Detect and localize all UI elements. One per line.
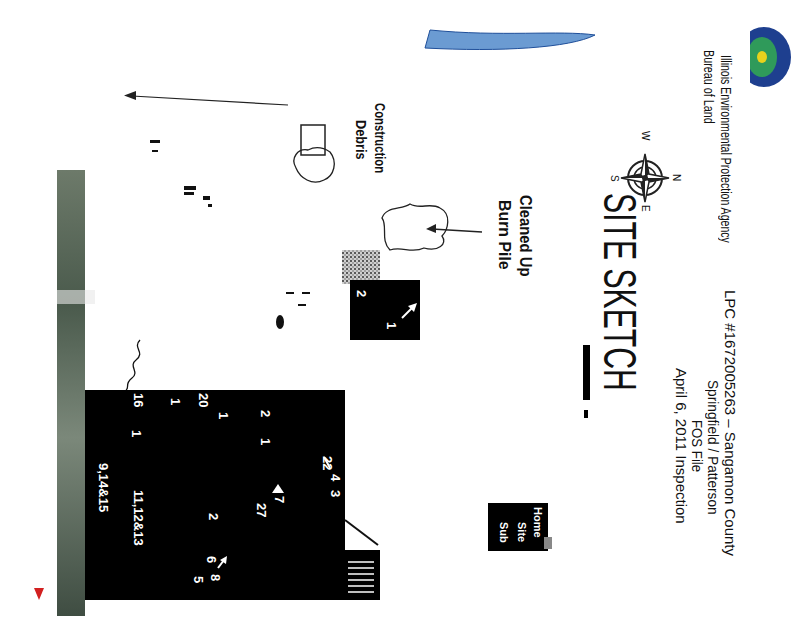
title-rule [583,345,590,400]
callout-number: 7 [272,496,286,503]
map-mark [276,315,284,329]
callout-arrow [272,484,284,493]
leader-line [345,520,378,545]
callout-number: 22 [320,456,334,470]
site-id: LPC #1672005263 – Sangamon County [722,290,739,556]
callout-number: 2 [258,410,272,417]
compass-letter: W [640,131,651,140]
callout-number: 16 [131,393,145,407]
file-name: FOS File [689,420,706,472]
site-name: Springfield / Patterson [705,380,722,515]
callout-number: 8 [208,574,222,581]
direction-arrow [132,96,288,105]
arrow-head [426,224,436,233]
building-footprint [350,280,420,340]
bureau-name: Bureau of Land [701,50,718,124]
compass-letter: N [671,174,682,181]
map-mark [208,204,212,207]
callout-number: 5 [191,576,205,583]
map-mark [298,304,306,306]
map-mark [286,292,294,294]
map-mark [302,292,310,294]
leader-line [432,229,482,232]
callout-number: 4 [328,474,342,481]
arrow-head [220,556,227,564]
callout-number: 11,12&13 [131,490,145,546]
compass-letter: S [609,175,620,182]
boundary-line [126,340,140,390]
compass-letter: E [640,205,651,212]
debris-outline [294,148,334,182]
area-label: Burn Pile [494,200,513,270]
arrow-head [408,303,417,312]
callout-number: 27 [254,503,268,517]
inspection-date: April 6, 2011 Inspection [673,368,690,524]
callout-number: 20 [196,393,210,407]
agency-logo [735,25,791,89]
callout-number: 1 [216,412,230,419]
agency-name: Illinois Environmental Protection Agency [718,55,735,243]
aerial-photo [85,390,380,600]
area-label: Debris [353,120,368,160]
arrow-head [124,91,136,100]
callout-number: 9,14&15 [96,463,110,512]
callout-number: 1 [384,322,398,329]
aerial-photo [57,290,95,304]
map-mark [152,150,158,152]
map-mark [150,140,160,143]
callout-number: 1 [258,438,272,445]
callout-number: 2 [206,513,220,520]
title-rule [584,410,588,418]
map-mark [203,196,210,200]
aerial-photo [57,170,85,616]
area-label: Cleaned Up [515,195,534,277]
callout-number: 6 [204,556,218,563]
legend-inset [544,537,552,549]
debris-box [301,125,325,155]
map-mark [184,186,196,190]
burn-pile-outline [382,204,448,250]
page-arrow [34,588,44,600]
callout-number: 1 [129,430,143,437]
area-label: Construction [372,103,387,173]
inset-label: Home [532,507,544,538]
callout-number: 3 [328,490,342,497]
textured-area [342,250,380,284]
water-body [425,30,595,49]
inset-label: Sub [498,522,510,543]
map-mark [184,192,194,195]
photo-detail [348,562,374,592]
callout-number: 2 [354,290,368,297]
inset-label: Site [516,522,528,542]
legend-inset [488,503,548,551]
callout-number: 1 [168,398,182,405]
sheet-title: SITE SKETCH [594,193,645,391]
